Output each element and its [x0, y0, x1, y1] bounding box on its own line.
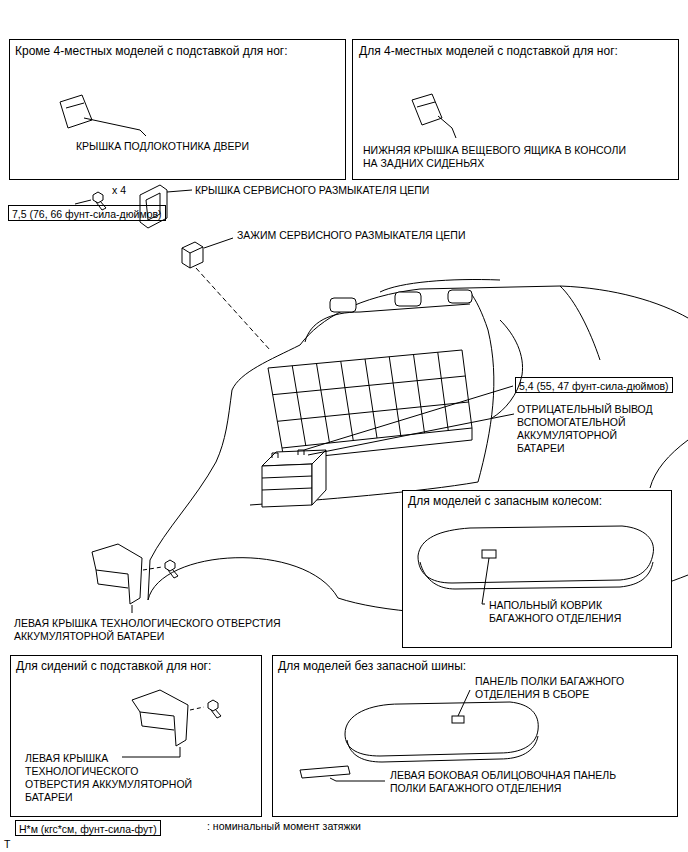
dashed-assembly-line	[196, 268, 270, 350]
box-heading: Для моделей с запасным колесом:	[408, 494, 668, 508]
variant-box: Для сидений с подставкой для ног: ЛЕВАЯ К…	[10, 655, 262, 817]
leader-line	[75, 200, 91, 204]
leader-line	[167, 190, 192, 192]
car-illustration	[470, 292, 494, 482]
car-illustration	[304, 386, 513, 450]
leader-line	[204, 238, 233, 248]
car-illustration	[272, 450, 304, 458]
shelf-panel-part	[300, 766, 350, 778]
battery-hole-cover-part	[122, 690, 221, 757]
car-illustration	[308, 414, 514, 455]
car-illustration	[148, 280, 688, 615]
legend-text: : номинальный момент затяжки	[207, 820, 361, 833]
car-illustration	[300, 286, 688, 345]
car-illustration	[312, 450, 326, 505]
service-plug-grip-part	[182, 247, 203, 268]
car-illustration	[148, 558, 338, 600]
variant-box: Кроме 4-местных моделей с подставкой для…	[9, 39, 346, 180]
figure-code: T	[4, 838, 10, 851]
part-label: ЛЕВАЯ БОКОВАЯ ОБЛИЦОВОЧНАЯ ПАНЕЛЬ ПОЛКИ …	[390, 769, 645, 795]
shelf-panel-part	[347, 736, 538, 762]
part-label: КРЫШКА ПОДЛОКОТНИКА ДВЕРИ	[76, 140, 336, 153]
console-lower-cover-part	[417, 102, 435, 107]
part-label: ОТРИЦАТЕЛЬНЫЙ ВЫВОД ВСПОМОГАТЕЛЬНОЙ АККУ…	[517, 403, 663, 455]
battery-hole-cover-part	[96, 570, 128, 588]
box-heading: Для 4-местных моделей с подставкой для н…	[359, 44, 674, 58]
armrest-cover-part	[84, 118, 146, 136]
service-plug-cover-part	[140, 185, 167, 228]
battery-hole-cover-part	[122, 747, 180, 757]
floor-mat-part	[418, 526, 653, 604]
battery-hole-cover-part	[143, 567, 162, 570]
dashed-assembly-line	[196, 268, 270, 350]
torque-box: 5,4 (55, 47 фунт-сила-дюймов)	[515, 377, 673, 393]
shelf-panel-part	[300, 690, 538, 781]
part-label: ЗАЖИМ СЕРВИСНОГО РАЗМЫКАТЕЛЯ ЦЕПИ	[237, 229, 465, 242]
battery-hole-cover-part	[208, 700, 221, 718]
service-plug-cover-part	[140, 185, 167, 228]
armrest-cover-part	[60, 95, 146, 136]
shelf-panel-part	[458, 690, 470, 716]
part-label: НАПОЛЬНЫЙ КОВРИК БАГАЖНОГО ОТДЕЛЕНИЯ	[489, 599, 639, 625]
service-plug-grip-part	[182, 242, 203, 268]
variant-box: Для моделей с запасным колесом: НАПОЛЬНЫЙ…	[402, 490, 672, 648]
quantity-label: x 4	[112, 184, 126, 197]
car-illustration	[262, 476, 312, 490]
bolt-symbol	[93, 192, 106, 210]
part-label: ПАНЕЛЬ ПОЛКИ БАГАЖНОГО ОТДЕЛЕНИЯ В СБОРЕ	[475, 675, 665, 701]
shelf-panel-part	[452, 716, 464, 723]
car-illustration	[395, 292, 421, 306]
floor-mat-part	[482, 550, 496, 558]
unit-legend: Н*м (кгс*см, фунт-сила-фут)	[19, 823, 157, 836]
box-heading: Кроме 4-местных моделей с подставкой для…	[15, 44, 340, 58]
legend-box: Н*м (кгс*см, фунт-сила-фут)	[15, 820, 161, 836]
torque-box: 7,5 (76, 66 фунт-сила-дюймов)	[8, 205, 166, 221]
console-lower-cover-part	[438, 116, 456, 138]
floor-mat-part	[420, 562, 653, 589]
floor-mat-part	[482, 558, 489, 604]
console-lower-cover-part	[412, 94, 442, 125]
car-illustration	[560, 286, 600, 360]
battery-hole-cover-part	[140, 712, 174, 730]
car-illustration	[448, 290, 472, 303]
box-heading: Для моделей без запасной шины:	[278, 659, 668, 673]
part-label: КРЫШКА СЕРВИСНОГО РАЗМЫКАТЕЛЯ ЦЕПИ	[195, 184, 429, 197]
part-label: НИЖНЯЯ КРЫШКА ВЕЩЕВОГО ЯЩИКА В КОНСОЛИ Н…	[363, 144, 643, 170]
battery-hole-cover-part	[132, 690, 188, 746]
part-label: ЛЕВАЯ КРЫШКА ТЕХНОЛОГИЧЕСКОГО ОТВЕРСТИЯ …	[14, 617, 304, 643]
car-illustration	[380, 280, 500, 293]
armrest-cover-part	[66, 103, 84, 108]
bolt-symbol	[93, 192, 106, 210]
box-heading: Для сидений с подставкой для ног:	[16, 659, 256, 673]
armrest-cover-part	[60, 95, 92, 128]
part-label: ЛЕВАЯ КРЫШКА ТЕХНОЛОГИЧЕСКОГО ОТВЕРСТИЯ …	[25, 752, 195, 804]
car-illustration	[305, 304, 470, 342]
service-plug-grip-part	[182, 242, 203, 268]
car-illustration	[262, 464, 312, 507]
car-illustration	[330, 298, 356, 312]
torque-value: 7,5 (76, 66 фунт-сила-дюймов)	[12, 208, 162, 221]
battery-hole-cover-part	[190, 707, 204, 710]
car-illustration	[268, 350, 472, 448]
battery-hole-cover-part	[92, 544, 142, 604]
torque-value: 5,4 (55, 47 фунт-сила-дюймов)	[519, 380, 669, 393]
battery-hole-cover-part	[132, 605, 133, 613]
floor-mat-part	[418, 526, 653, 583]
shelf-panel-part	[330, 778, 385, 781]
variant-box: Для 4-местных моделей с подставкой для н…	[352, 39, 679, 180]
battery-hole-cover-part	[165, 560, 178, 578]
shelf-panel-part	[345, 702, 538, 756]
variant-box: Для моделей без запасной шины: ПАНЕЛЬ ПОЛ…	[272, 655, 678, 817]
console-lower-cover-part	[412, 94, 456, 138]
battery-hole-cover-part	[92, 544, 178, 613]
car-illustration	[273, 376, 469, 421]
